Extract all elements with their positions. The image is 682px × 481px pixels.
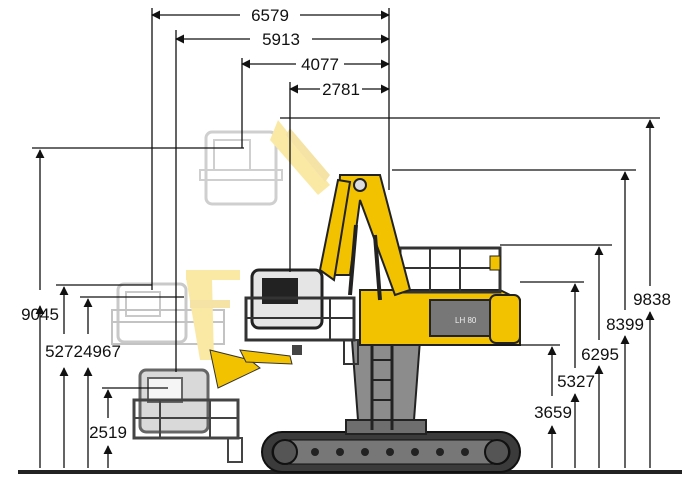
ghost-cabin-top [199, 120, 330, 206]
dim-right-9838: 9838 [633, 290, 671, 309]
crawler-tracks [261, 431, 521, 473]
dim-left-4967: 4967 [83, 342, 121, 361]
dim-right-8399: 8399 [606, 315, 644, 334]
ghost-cabin-lower [132, 349, 293, 463]
upper-carriage: LH 80 [359, 246, 521, 346]
right-dimension-lines [280, 117, 660, 468]
column-tower [345, 300, 427, 435]
boom-arm [318, 174, 412, 301]
dim-right-5327: 5327 [557, 372, 595, 391]
dim-top-4077: 4077 [301, 55, 339, 74]
dim-top-2781: 2781 [322, 80, 360, 99]
dim-left-2519: 2519 [89, 423, 127, 442]
dim-left-9045: 9045 [21, 305, 59, 324]
main-cabin [244, 268, 359, 365]
top-dimension-lines [151, 8, 390, 372]
model-plate: LH 80 [455, 316, 477, 325]
dim-left-5272: 5272 [45, 342, 83, 361]
dim-right-6295: 6295 [581, 345, 619, 364]
dim-top-5913: 5913 [262, 30, 300, 49]
dim-right-3659: 3659 [534, 403, 572, 422]
dim-top-6579: 6579 [251, 6, 289, 25]
left-dimension-lines [32, 147, 244, 468]
